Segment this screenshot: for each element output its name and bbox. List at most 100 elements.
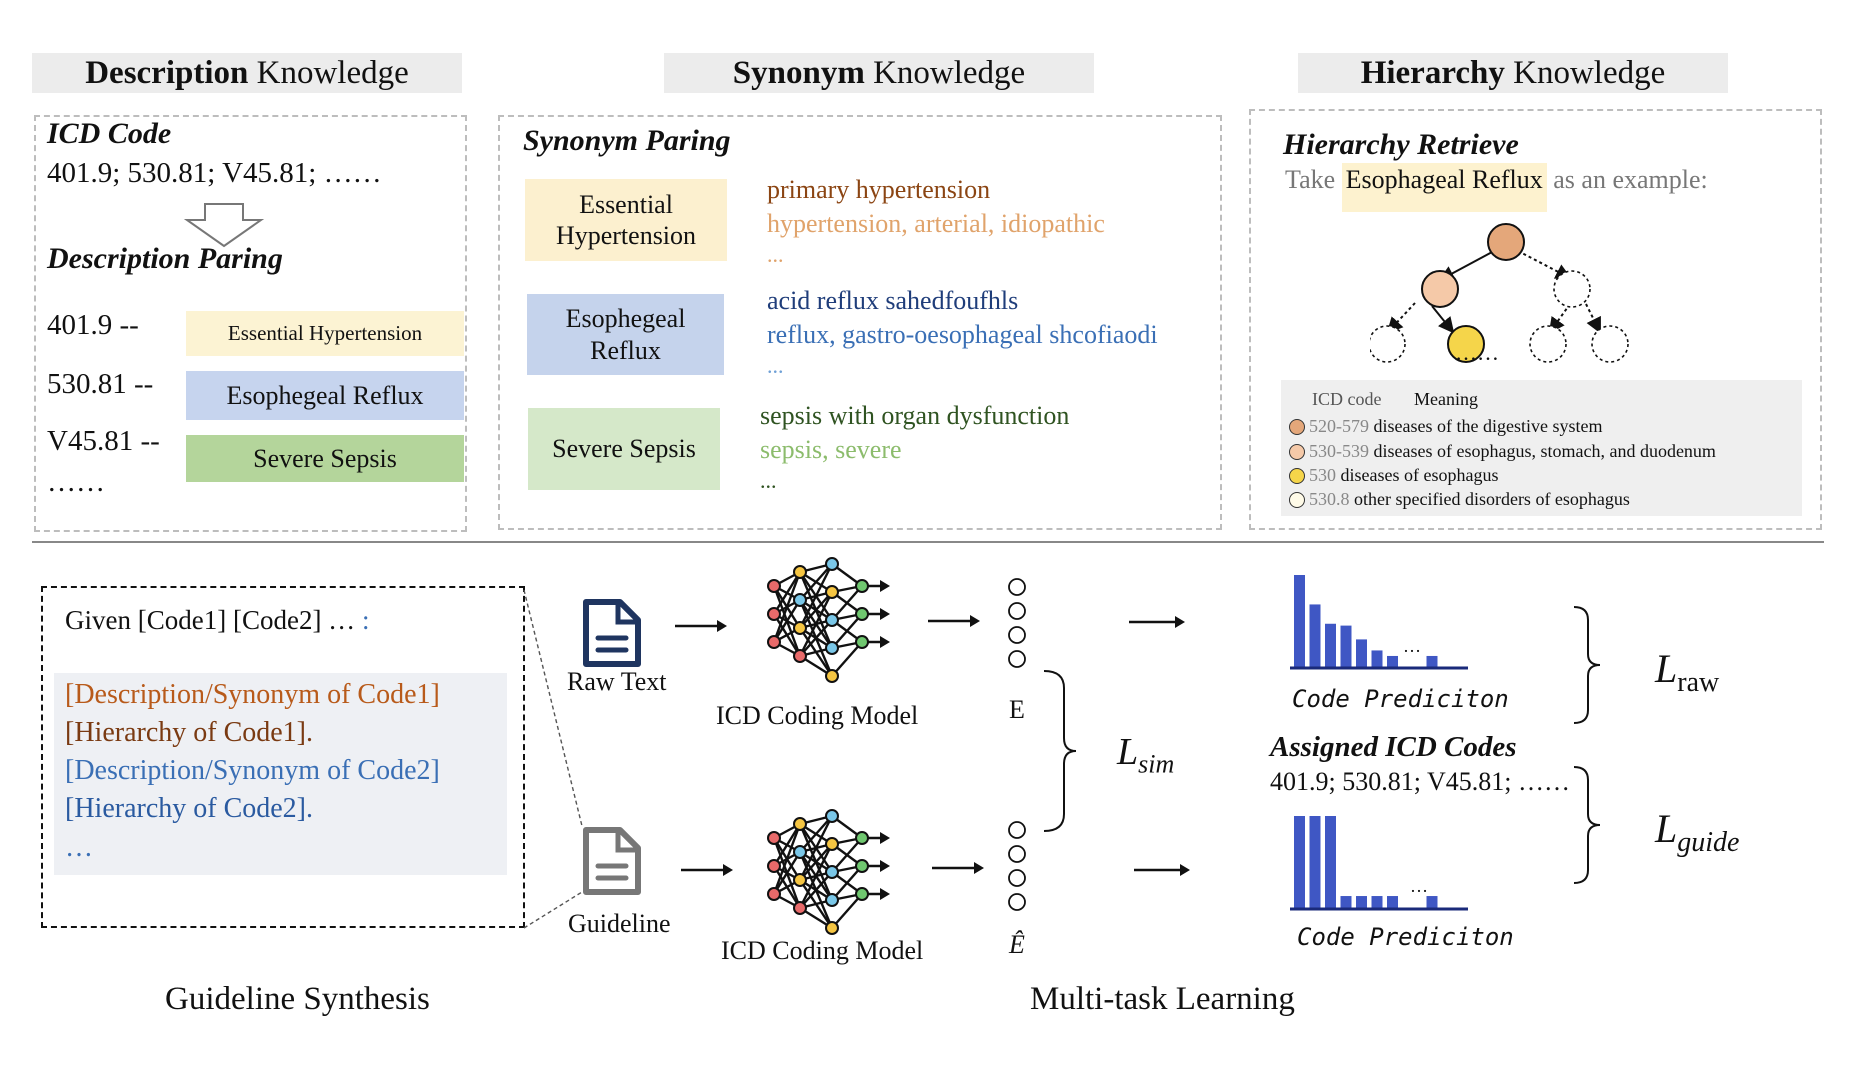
l-sim-label: Lsim — [1117, 731, 1175, 779]
bar-ellipsis-top: … — [1403, 636, 1421, 656]
synonym-line-2-3: ... — [767, 353, 784, 378]
prediction-bar — [1340, 896, 1352, 908]
hierarchy-panel — [1249, 109, 1822, 530]
synonym-term-3: Severe Sepsis — [528, 408, 720, 490]
synonym-line-3-2: sepsis, severe — [760, 435, 902, 464]
hierarchy-example-line: Take Esophageal Reflux as an example: — [1285, 163, 1708, 212]
model-label-top: ICD Coding Model — [716, 701, 919, 730]
tree-empty-node — [1529, 325, 1567, 363]
tree-level3-node — [1447, 325, 1485, 363]
hierarchy-knowledge-header: Hierarchy Knowledge — [1298, 53, 1728, 93]
l-raw-label: Lraw — [1655, 646, 1720, 698]
synonym-line-1-3: ... — [767, 242, 784, 267]
highlighted-term: Esophageal Reflux — [1341, 163, 1547, 212]
hierarchy-retrieve-title: Hierarchy Retrieve — [1283, 128, 1519, 161]
raw-text-label: Raw Text — [567, 667, 667, 696]
tree-ellipsis: …… — [1455, 340, 1499, 365]
synonym-line-2-1: acid reflux sahedfoufhls — [767, 286, 1019, 315]
model-label-bottom: ICD Coding Model — [721, 936, 924, 965]
desc-label-3: Severe Sepsis — [186, 435, 464, 482]
raw-brace — [1573, 606, 1601, 724]
section-divider — [32, 541, 1824, 543]
down-arrow-icon — [183, 203, 265, 248]
synonym-line-1-2: hypertension, arterial, idiopathic — [767, 209, 1105, 238]
description-paring-title: Description Paring — [47, 242, 283, 275]
prediction-bar — [1340, 625, 1352, 667]
given-codes-line: Given [Code1] [Code2] … : — [65, 605, 370, 635]
synonym-line-3-1: sepsis with organ dysfunction — [760, 401, 1070, 430]
header-rest: Knowledge — [864, 55, 1026, 91]
prediction-bar — [1387, 655, 1398, 667]
caption-guideline-synthesis: Guideline Synthesis — [165, 981, 430, 1017]
legend-dot — [1289, 419, 1305, 435]
raw-text-document-icon — [583, 599, 641, 667]
embedding-vector-ehat — [1008, 821, 1026, 911]
prediction-bar — [1371, 650, 1383, 667]
hierarchy-legend — [1281, 380, 1802, 516]
prediction-bar — [1309, 604, 1321, 667]
bar-ellipsis-bottom: … — [1410, 876, 1428, 896]
guide-brace — [1573, 766, 1601, 884]
guideline-document-icon — [583, 827, 641, 895]
desc-code-1: 401.9 -- — [47, 309, 139, 341]
prediction-bar — [1371, 896, 1383, 908]
guideline-content-box — [54, 673, 507, 875]
desc-ellipsis: …… — [47, 466, 105, 498]
guideline-connector — [523, 589, 583, 929]
caption-multi-task-learning: Multi-task Learning — [1030, 981, 1295, 1017]
header-bold: Hierarchy — [1360, 55, 1505, 91]
code-prediction-bars-top — [1290, 575, 1468, 670]
prediction-bar — [1325, 623, 1336, 667]
tree-empty-node — [1370, 325, 1406, 363]
desc-label-1: Essential Hypertension — [186, 311, 464, 356]
take-text: Take — [1285, 165, 1336, 194]
code-prediction-label-top: Code Prediciton — [1292, 685, 1509, 713]
tree-level2-node — [1421, 270, 1459, 308]
tree-empty-node — [1591, 325, 1629, 363]
header-bold: Synonym — [732, 55, 865, 91]
header-bold: Description — [85, 55, 249, 91]
legend-row-1: 520-579 diseases of the digestive system — [1289, 414, 1602, 438]
example-text: as an example: — [1553, 165, 1708, 194]
guideline-line-2: [Hierarchy of Code1]. — [65, 717, 314, 748]
legend-row-3: 530 diseases of esophagus — [1289, 463, 1498, 487]
desc-code-2: 530.81 -- — [47, 368, 154, 400]
header-rest: Knowledge — [1504, 55, 1666, 91]
neural-network-icon-top — [767, 557, 890, 683]
tree-empty-node — [1553, 270, 1591, 308]
guideline-line-1: [Description/Synonym of Code1] — [65, 679, 440, 710]
synonym-line-2-2: reflux, gastro-oesophageal shcofiaodi — [767, 320, 1158, 349]
code-prediction-bars-bottom — [1290, 816, 1468, 911]
prediction-bar — [1294, 816, 1305, 908]
legend-row-4: 530.8 other specified disorders of esoph… — [1289, 487, 1630, 511]
sim-brace — [1043, 670, 1077, 832]
desc-label-2: Esophegeal Reflux — [186, 371, 464, 420]
guideline-line-5: … — [65, 832, 93, 863]
legend-row-2: 530-539 diseases of esophagus, stomach, … — [1289, 439, 1716, 463]
legend-dot — [1289, 444, 1305, 460]
l-guide-label: Lguide — [1655, 806, 1740, 858]
legend-header-code: ICD code — [1312, 389, 1382, 409]
icd-code-list: 401.9; 530.81; V45.81; …… — [47, 157, 382, 189]
legend-header-meaning: Meaning — [1414, 389, 1478, 409]
synonym-term-1: Essential Hypertension — [525, 179, 727, 261]
arrow-e-to-prediction — [1129, 616, 1185, 628]
assigned-codes-list: 401.9; 530.81; V45.81; …… — [1270, 767, 1570, 796]
prediction-bar — [1309, 816, 1321, 908]
arrow-model-to-ehat — [932, 862, 984, 874]
legend-dot — [1289, 492, 1305, 508]
arrow-ehat-to-prediction — [1134, 864, 1190, 876]
prediction-bar — [1356, 896, 1367, 908]
guideline-line-4: [Hierarchy of Code2]. — [65, 793, 314, 824]
embedding-vector-e — [1008, 578, 1026, 668]
synonym-line-3-3: ... — [760, 468, 777, 493]
guideline-line-3: [Description/Synonym of Code2] — [65, 755, 440, 786]
prediction-bar — [1426, 655, 1438, 667]
prediction-bar — [1387, 896, 1398, 908]
icd-code-title: ICD Code — [47, 117, 172, 150]
arrow-model-to-e — [928, 615, 980, 627]
description-panel — [34, 115, 467, 532]
prediction-bar — [1356, 639, 1367, 667]
prediction-bar — [1325, 816, 1336, 908]
synonym-panel — [498, 115, 1222, 530]
